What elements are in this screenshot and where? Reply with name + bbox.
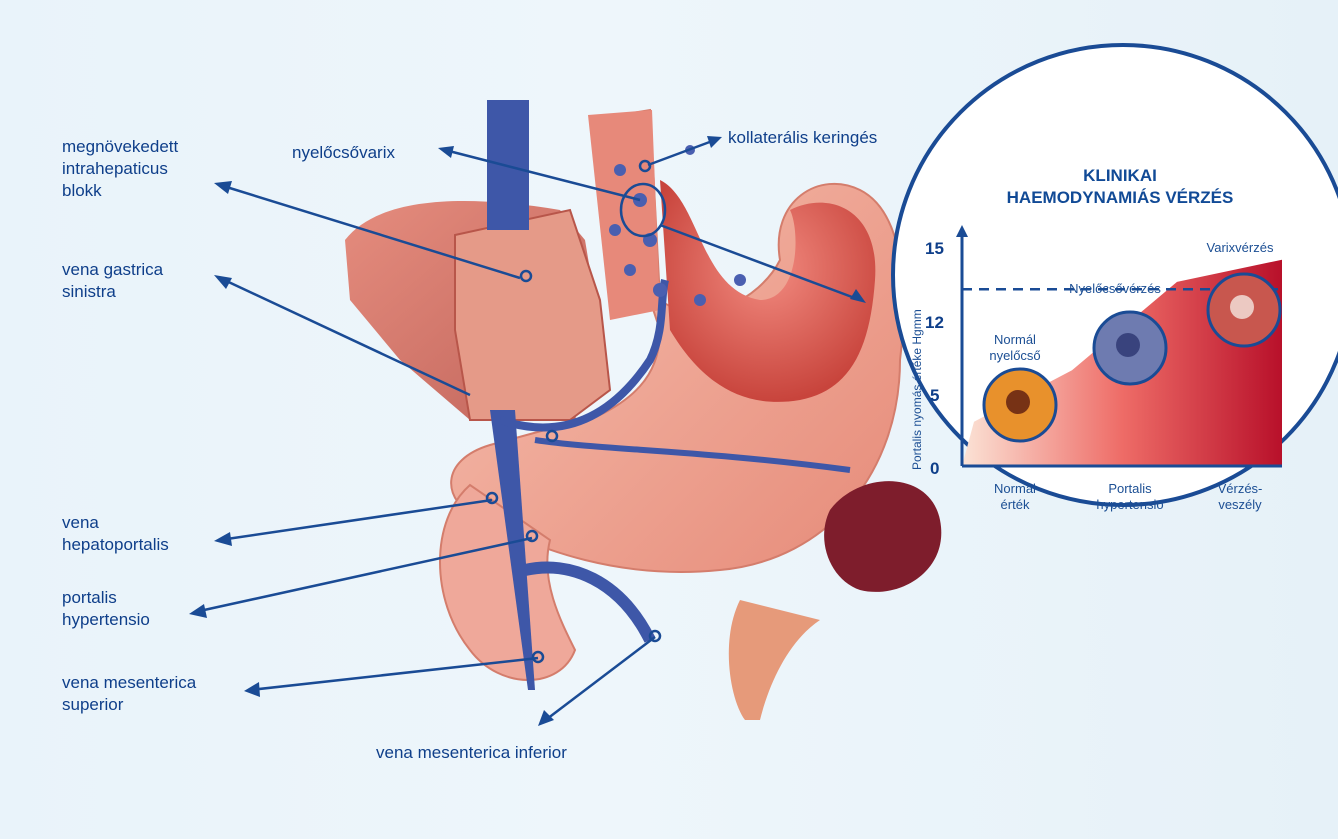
x-category-verzes: Vérzés- veszély [1200, 481, 1280, 513]
label-portalis-hypertensio: portalis hypertensio [62, 587, 150, 631]
esophagus [588, 110, 660, 320]
stage-label-normal: Normál nyelőcső [970, 332, 1060, 364]
label-kollateralis-keringes: kollaterális keringés [728, 127, 877, 149]
x-category-normal: Normál érték [975, 481, 1055, 513]
inset-y-axis-label: Portalis nyomás értéke Hgmm [910, 309, 924, 470]
pancreas-tail [729, 600, 820, 720]
stage-label-nyelocso: Nyelőcsővérzés [1050, 281, 1180, 297]
y-tick-12: 12 [925, 313, 944, 333]
label-vena-hepatoportalis: vena hepatoportalis [62, 512, 169, 556]
label-intrahepatic-block: megnövekedett intrahepaticus blokk [62, 136, 178, 202]
x-category-portalis: Portalis hypertensio [1080, 481, 1180, 513]
y-tick-15: 15 [925, 239, 944, 259]
y-tick-5: 5 [930, 386, 939, 406]
label-vena-gastrica-sinistra: vena gastrica sinistra [62, 259, 163, 303]
endoscopy-nyelocso-center [1116, 333, 1140, 357]
inset-title-line1: KLINIKAI [955, 165, 1285, 186]
y-tick-0: 0 [930, 459, 939, 479]
label-nyelocsovarix: nyelőcsővarix [292, 142, 395, 164]
liver-block-section [455, 210, 610, 420]
inset-title-line2: HAEMODYNAMIÁS VÉRZÉS [955, 187, 1285, 208]
label-vena-mesenterica-superior: vena mesenterica superior [62, 672, 196, 716]
label-vena-mesenterica-inferior: vena mesenterica inferior [376, 742, 567, 764]
endoscopy-varix-center [1230, 295, 1254, 319]
stage-label-varix: Varixvérzés [1190, 240, 1290, 256]
endoscopy-normal-center [1006, 390, 1030, 414]
